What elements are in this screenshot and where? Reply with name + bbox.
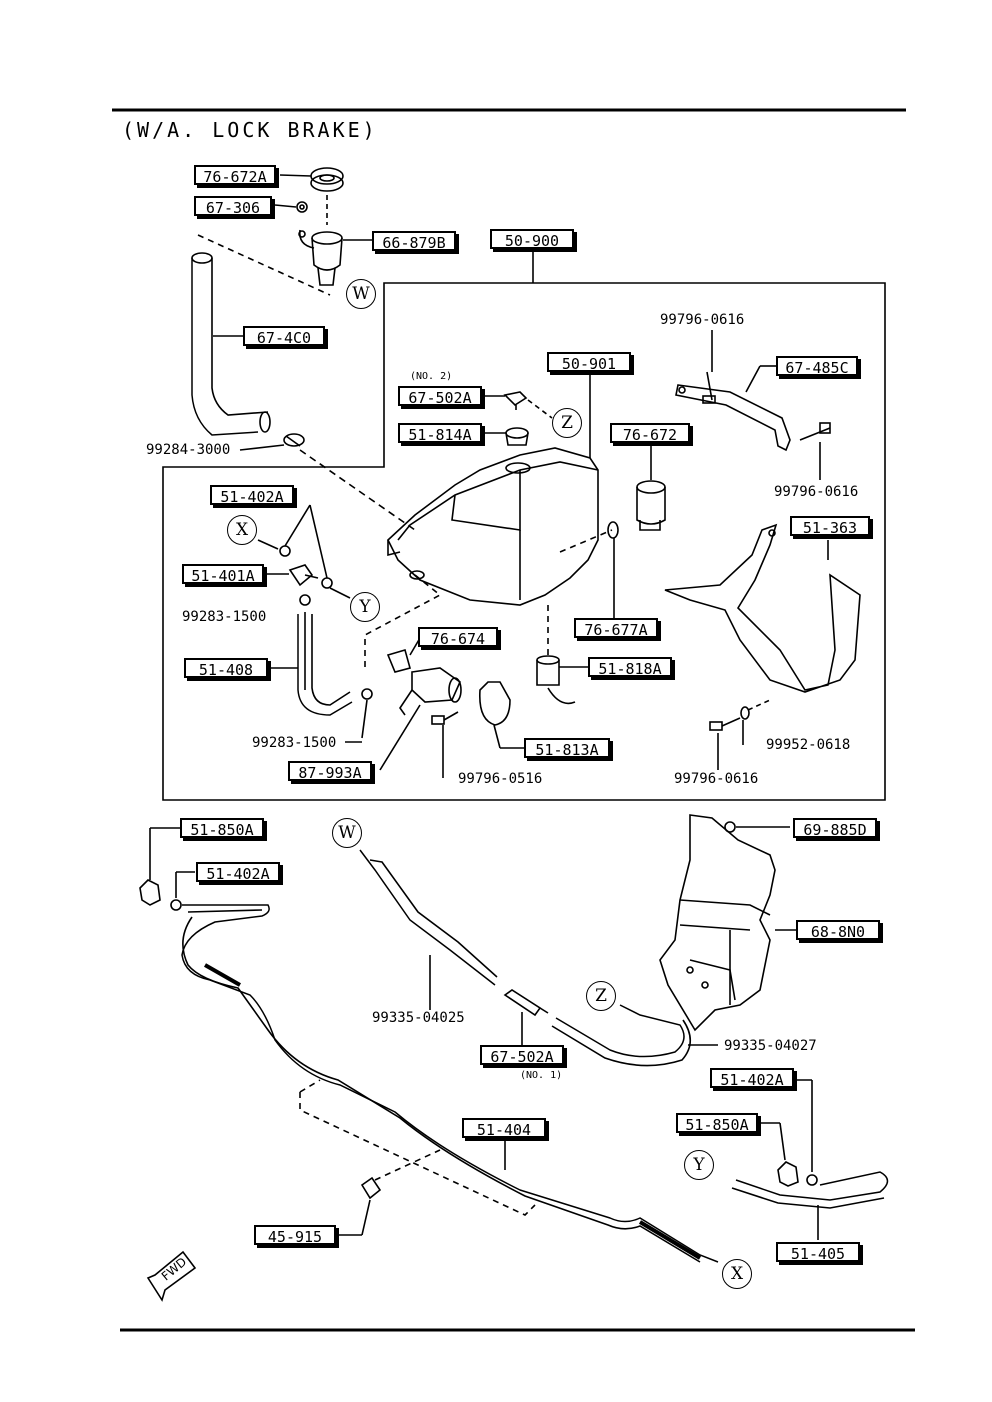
hose-y [735, 1171, 889, 1201]
part-51-813A[interactable]: 51-813A [524, 738, 610, 759]
long-hose-51-404 [181, 904, 719, 1263]
part-51-402A-mid[interactable]: 51-402A [196, 862, 280, 883]
connector-x-top: X [227, 515, 257, 545]
clip-icon-b [361, 688, 373, 700]
nipple-icon-b [321, 577, 333, 589]
part-76-672[interactable]: 76-672 [610, 423, 690, 444]
part-99283-1500-b[interactable]: 99283-1500 [252, 735, 337, 751]
tank-cap-icon [505, 427, 529, 446]
part-99796-0616-a[interactable]: 99796-0616 [660, 312, 745, 328]
connector-y-bottom: Y [684, 1150, 714, 1180]
part-69-885D[interactable]: 69-885D [793, 818, 877, 839]
bracket-icon [675, 384, 791, 452]
part-50-901[interactable]: 50-901 [547, 352, 631, 373]
bolt-icon-a [702, 371, 716, 404]
hose-clamp-icon [283, 433, 305, 447]
part-76-672A[interactable]: 76-672A [194, 165, 276, 186]
level-sensor-icon [536, 655, 576, 705]
part-51-404[interactable]: 51-404 [462, 1118, 546, 1139]
washer-icon [740, 706, 750, 720]
nozzle-icon-left [139, 879, 161, 906]
washer-pump-icon [386, 649, 462, 716]
bolt-icon-d [709, 717, 741, 731]
part-51-402A-top[interactable]: 51-402A [210, 485, 294, 506]
part-99335-04025[interactable]: 99335-04025 [372, 1010, 465, 1026]
three-way-joint-icon [288, 564, 319, 587]
connector-z-bottom: Z [586, 981, 616, 1011]
part-99796-0616-c[interactable]: 99796-0616 [674, 771, 759, 787]
part-51-401A[interactable]: 51-401A [182, 564, 264, 585]
note-no2: (NO. 2) [410, 371, 453, 382]
nut-icon [296, 201, 308, 213]
part-51-405[interactable]: 51-405 [776, 1242, 860, 1263]
part-51-363[interactable]: 51-363 [790, 516, 870, 537]
clip-icon-a [299, 594, 311, 606]
part-67-306[interactable]: 67-306 [194, 196, 272, 217]
part-99796-0616-b[interactable]: 99796-0616 [774, 484, 859, 500]
part-51-850A-bot[interactable]: 51-850A [676, 1113, 758, 1134]
grommet-icon [607, 521, 619, 539]
part-67-4C0[interactable]: 67-4C0 [243, 326, 325, 347]
tank-outlet-icon [409, 570, 425, 580]
part-68-8N0[interactable]: 68-8N0 [796, 920, 880, 941]
assembly-frame [162, 282, 886, 801]
part-99952-0618[interactable]: 99952-0618 [766, 737, 851, 753]
filler-hose-icon [191, 258, 259, 436]
connector-w-top: W [346, 279, 376, 309]
check-valve-icon [503, 391, 528, 410]
filler-cap-icon [310, 167, 344, 192]
part-99284-3000[interactable]: 99284-3000 [146, 442, 231, 458]
screw-icon [724, 821, 736, 833]
hose-z [555, 1004, 685, 1058]
hose-clip-icon [360, 1176, 382, 1200]
pump-bracket-icon [478, 681, 511, 749]
part-67-502A-no1[interactable]: 67-502A [480, 1045, 564, 1066]
part-76-677A[interactable]: 76-677A [574, 618, 658, 639]
reservoir-tank-icon [387, 447, 599, 606]
part-76-674[interactable]: 76-674 [418, 627, 498, 648]
washer-motor-icon [636, 480, 666, 531]
part-51-814A[interactable]: 51-814A [398, 423, 482, 444]
splash-shield-icon [659, 814, 776, 1032]
fwd-arrow-icon [146, 1250, 197, 1302]
joint-67-502A-icon [503, 989, 549, 1017]
part-50-900[interactable]: 50-900 [490, 229, 574, 250]
part-51-402A-bot[interactable]: 51-402A [710, 1068, 794, 1089]
nipple-icon-c [170, 899, 182, 911]
connector-x-bottom: X [722, 1259, 752, 1289]
hose-w [359, 849, 496, 986]
nozzle-icon-right [777, 1161, 799, 1187]
part-45-915[interactable]: 45-915 [254, 1225, 336, 1246]
connector-z-top: Z [552, 408, 582, 438]
part-87-993A[interactable]: 87-993A [288, 761, 372, 782]
part-66-879B[interactable]: 66-879B [372, 231, 456, 252]
part-51-408[interactable]: 51-408 [184, 658, 268, 679]
part-51-818A[interactable]: 51-818A [588, 657, 672, 678]
bolt-icon-b [799, 422, 831, 441]
part-99796-0516[interactable]: 99796-0516 [458, 771, 543, 787]
connector-w-bottom: W [332, 818, 362, 848]
connector-y-top: Y [350, 592, 380, 622]
tank-bracket-icon [664, 523, 861, 693]
filler-neck-icon [298, 229, 343, 286]
part-67-502A-no2[interactable]: 67-502A [398, 386, 482, 407]
nipple-icon-d [806, 1174, 818, 1186]
nipple-icon-a [279, 545, 291, 557]
part-67-485C[interactable]: 67-485C [776, 356, 858, 377]
part-99283-1500-a[interactable]: 99283-1500 [182, 609, 267, 625]
note-no1: (NO. 1) [520, 1070, 563, 1081]
part-51-850A-top[interactable]: 51-850A [180, 818, 264, 839]
page-title: (W/A. LOCK BRAKE) [122, 118, 378, 142]
part-99335-04027[interactable]: 99335-04027 [724, 1038, 817, 1054]
bolt-icon-c [431, 711, 459, 725]
